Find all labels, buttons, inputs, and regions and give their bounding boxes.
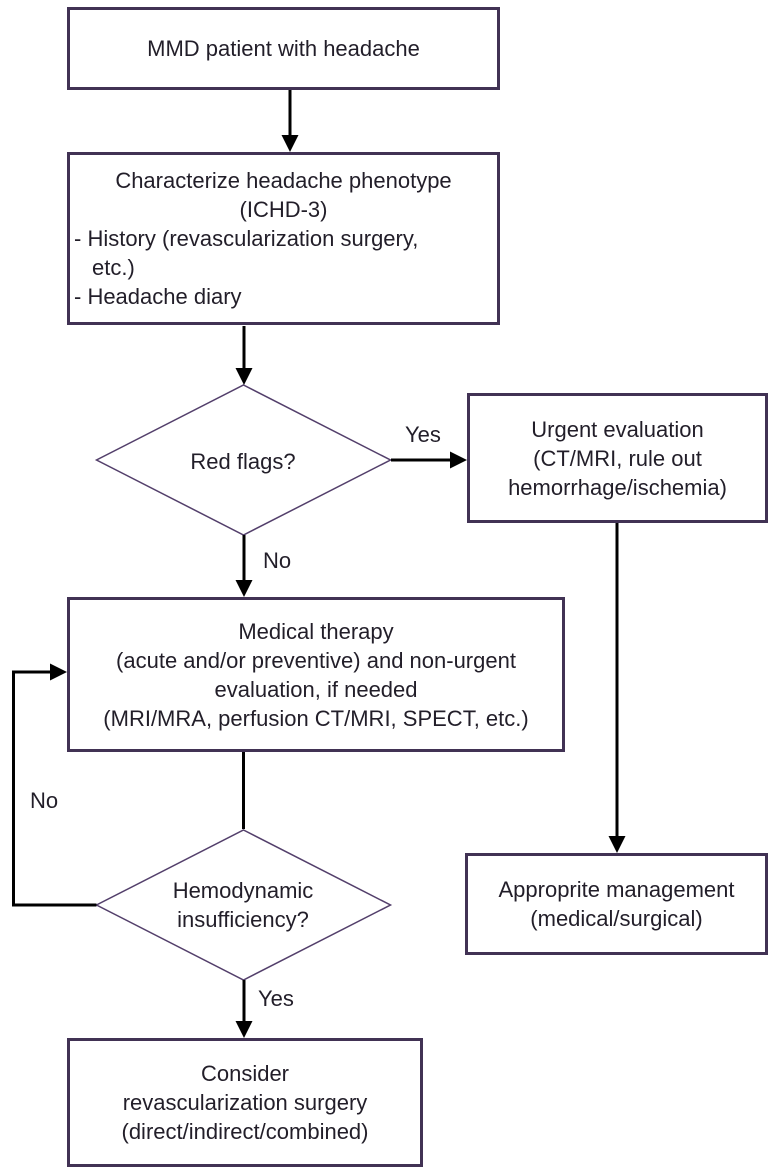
node-mmd-patient: MMD patient with headache xyxy=(67,7,500,90)
node-appropriate-management-line: Approprite management xyxy=(498,877,735,902)
node-consider-surgery: Consider revascularization surgery (dire… xyxy=(67,1038,423,1167)
decision-hemodynamic-line: insufficiency? xyxy=(177,907,309,932)
arrowhead-icon xyxy=(608,836,626,853)
node-medical-therapy-line: (acute and/or preventive) and non-urgent xyxy=(116,647,516,673)
node-characterize-line: etc.) xyxy=(92,255,135,280)
node-urgent-evaluation: Urgent evaluation (CT/MRI, rule out hemo… xyxy=(467,393,768,523)
node-urgent-evaluation-line: hemorrhage/ischemia) xyxy=(508,474,727,500)
node-appropriate-management-line: (medical/surgical) xyxy=(530,906,703,931)
edge-label-red-flags-yes: Yes xyxy=(403,422,443,448)
edge-label-hemodynamic-no: No xyxy=(28,788,61,814)
node-medical-therapy-line: (MRI/MRA, perfusion CT/MRI, SPECT, etc.) xyxy=(103,705,529,731)
arrowhead-icon xyxy=(450,451,467,469)
arrowhead-icon xyxy=(281,135,299,152)
node-consider-surgery-line: Consider xyxy=(200,1061,290,1086)
node-consider-surgery-line: revascularization surgery xyxy=(122,1090,368,1115)
edge-label-hemodynamic-yes: Yes xyxy=(256,986,296,1012)
arrowhead-icon xyxy=(235,580,253,597)
node-characterize-line: Characterize headache phenotype xyxy=(115,168,452,193)
arrowhead-icon xyxy=(235,1021,253,1038)
decision-hemodynamic-line: Hemodynamic xyxy=(172,878,314,903)
node-characterize-line: - History (revascularization surgery, xyxy=(74,226,419,251)
arrowhead-icon xyxy=(50,663,67,681)
node-urgent-evaluation-line: (CT/MRI, rule out xyxy=(533,445,702,471)
node-urgent-evaluation-line: Urgent evaluation xyxy=(531,416,704,442)
arrowhead-icon xyxy=(235,368,253,385)
decision-hemodynamic-text: Hemodynamic insufficiency? xyxy=(143,876,343,934)
decision-red-flags-text: Red flags? xyxy=(190,449,296,474)
node-medical-therapy: Medical therapy (acute and/or preventive… xyxy=(67,597,565,752)
edge-label-red-flags-no: No xyxy=(261,548,294,574)
node-characterize-line: - Headache diary xyxy=(74,284,242,309)
node-appropriate-management: Approprite management (medical/surgical) xyxy=(465,853,768,955)
node-medical-therapy-line: evaluation, if needed xyxy=(214,676,418,702)
node-characterize-line: (ICHD-3) xyxy=(239,197,328,222)
loop-hemodynamic-no-to-medical xyxy=(12,670,97,907)
node-medical-therapy-line: Medical therapy xyxy=(238,618,394,644)
node-characterize-headache: Characterize headache phenotype (ICHD-3)… xyxy=(67,152,500,325)
node-consider-surgery-line: (direct/indirect/combined) xyxy=(121,1119,369,1144)
node-mmd-patient-text: MMD patient with headache xyxy=(147,36,420,61)
